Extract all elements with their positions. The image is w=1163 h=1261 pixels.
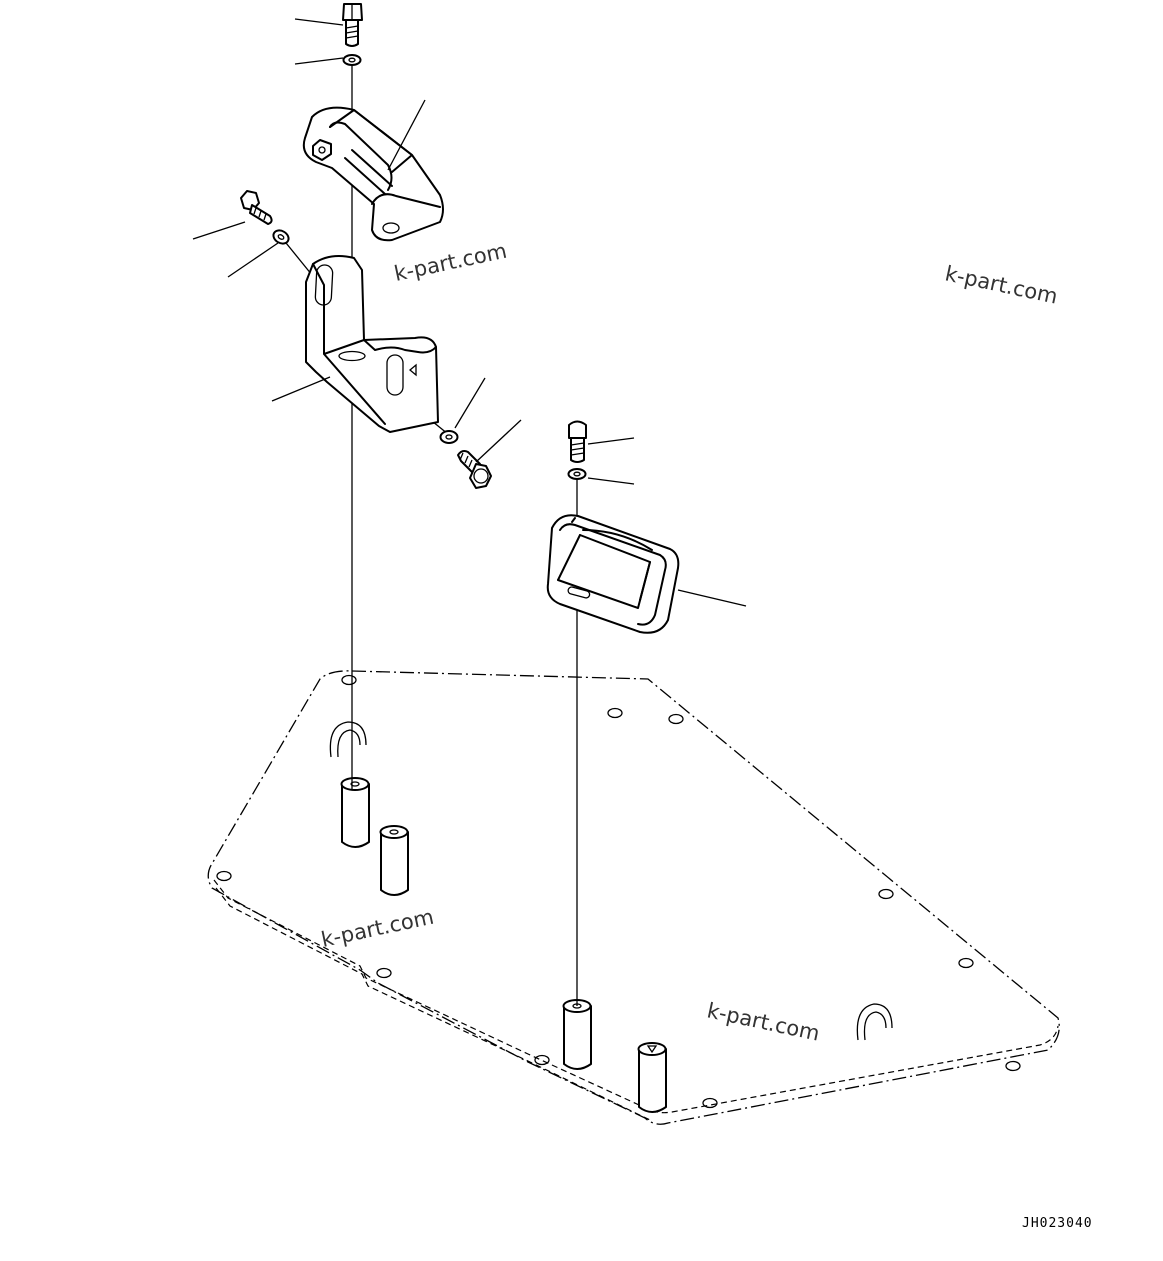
spacer-pillar-right-1 (562, 999, 592, 1070)
bottom-side-bolt (457, 450, 492, 489)
top-washer (342, 54, 362, 66)
side-bolt (240, 190, 273, 225)
watermark-3: k-part.com (319, 905, 436, 952)
base-plate (207, 670, 1060, 1125)
spacer-pillar-left-2 (379, 825, 409, 896)
top-bolt (342, 3, 363, 47)
watermark-2: k-part.com (943, 261, 1060, 308)
spacer-pillar-left-1 (340, 777, 370, 848)
leader-lines (192, 18, 747, 607)
tray-bracket (546, 514, 680, 634)
right-washer (567, 468, 587, 480)
upper-bracket (302, 106, 444, 242)
side-washer (272, 229, 290, 245)
bottom-side-washer (439, 430, 459, 444)
watermark-1: k-part.com (392, 239, 509, 286)
right-bolt (568, 420, 587, 463)
watermark-4: k-part.com (705, 998, 822, 1045)
spacer-pillar-right-2 (637, 1042, 667, 1113)
middle-bracket (305, 255, 439, 433)
drawing-code: JH023040 (1022, 1216, 1093, 1231)
